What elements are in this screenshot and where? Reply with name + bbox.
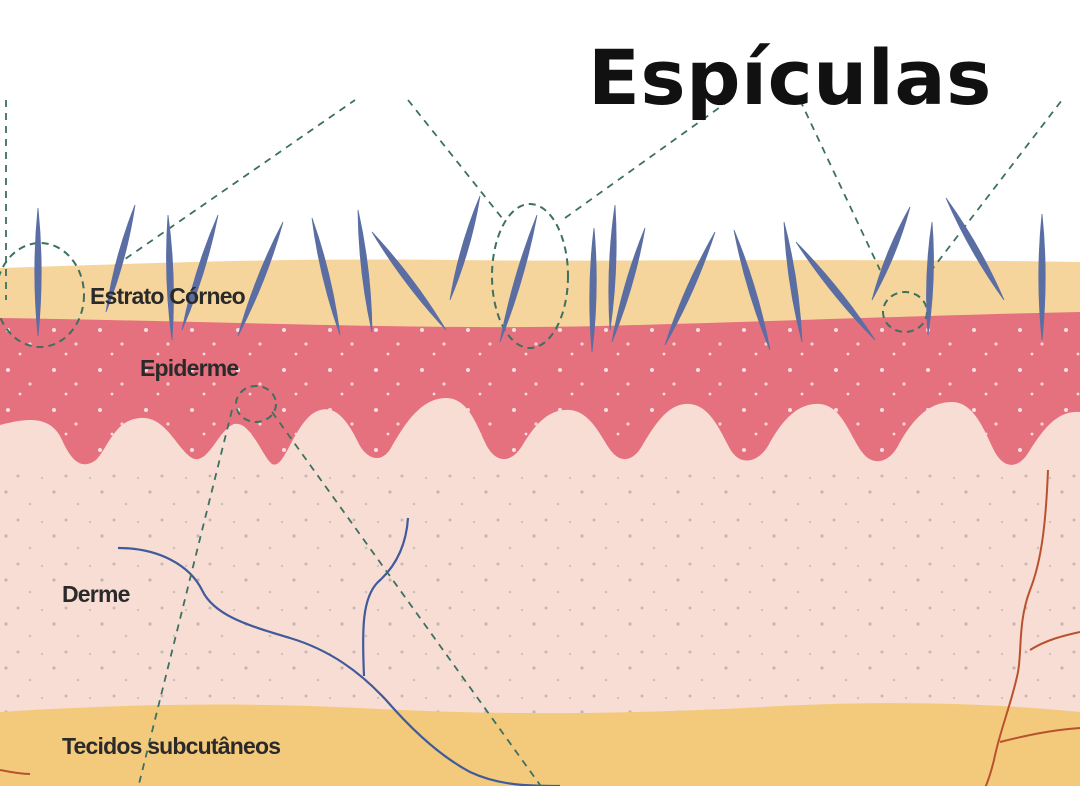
spicule-21 bbox=[1038, 213, 1046, 341]
diagram-title: Espículas bbox=[588, 33, 992, 122]
spicule-19 bbox=[926, 221, 934, 336]
spicule-18 bbox=[871, 206, 911, 301]
spicule-11 bbox=[589, 227, 597, 353]
spicule-17 bbox=[795, 241, 876, 341]
spicule-4 bbox=[181, 214, 219, 331]
spicule-6 bbox=[311, 217, 341, 336]
spicule-3 bbox=[166, 214, 174, 341]
spicule-16 bbox=[783, 221, 803, 343]
subcutaneous-layer bbox=[0, 703, 1080, 786]
spicule-9 bbox=[449, 195, 481, 301]
spicule-12 bbox=[608, 204, 617, 331]
stratum-corneum-layer bbox=[0, 259, 1080, 328]
dermis-texture bbox=[0, 470, 1080, 720]
zoom-guide-lines bbox=[5, 99, 1063, 797]
label-subcutaneous-tissue: Tecidos subcutâneos bbox=[62, 733, 281, 759]
spicule-20 bbox=[945, 197, 1005, 301]
spicule-1 bbox=[34, 207, 42, 337]
spicule-15 bbox=[733, 229, 771, 351]
spicule-14 bbox=[664, 231, 716, 346]
spicule-7 bbox=[357, 209, 373, 333]
spicule-2 bbox=[105, 204, 136, 313]
spicule-10 bbox=[499, 214, 538, 343]
subcutaneous-highlight bbox=[0, 786, 1080, 800]
label-dermis: Derme bbox=[62, 581, 130, 607]
spicule-5 bbox=[237, 221, 284, 337]
nerve-fibers bbox=[117, 517, 561, 788]
spicule-13 bbox=[611, 227, 646, 343]
blood-vessel bbox=[0, 469, 1080, 791]
label-epidermis: Epiderme bbox=[140, 355, 239, 381]
spicule-8 bbox=[371, 231, 447, 331]
epidermis-texture bbox=[0, 322, 1080, 465]
label-stratum-corneum: Estrato Córneo bbox=[90, 283, 246, 309]
spicules bbox=[34, 195, 1046, 353]
